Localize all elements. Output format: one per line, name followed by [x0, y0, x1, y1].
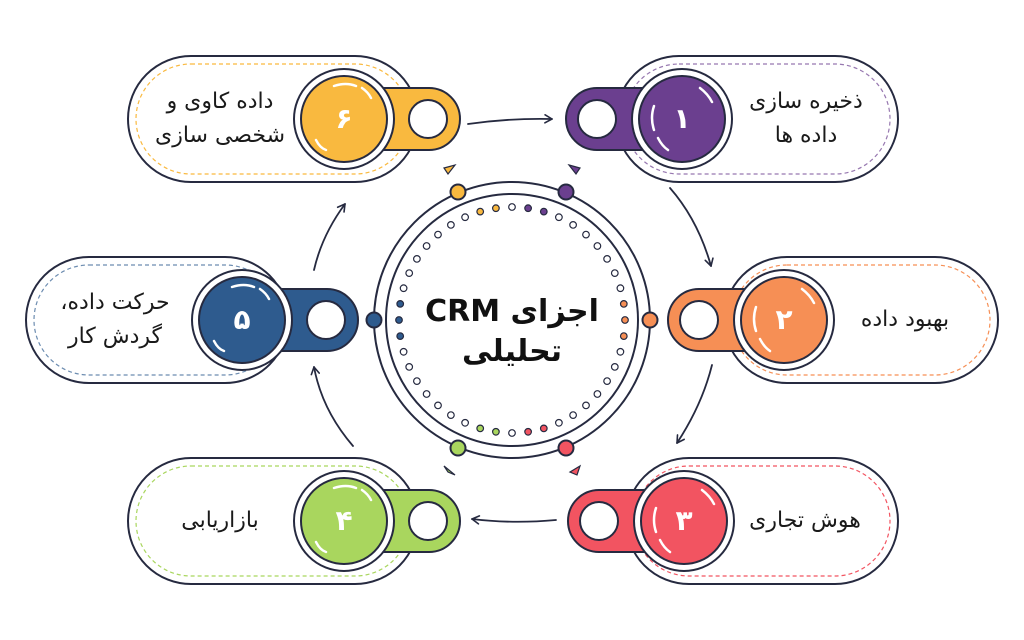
arrow-5-to-6: [313, 203, 346, 271]
node-5: [365, 311, 383, 329]
step-label-2-line1: بهبود داده: [860, 307, 950, 332]
step-number-6: ۶: [335, 102, 353, 135]
step-label-5-line1: حرکت داده،: [60, 290, 170, 315]
arrow-1-to-2: [669, 187, 714, 267]
step-label-6-line2: شخصی سازی: [154, 123, 286, 148]
step-card-3: [567, 457, 899, 585]
dot-ring: [395, 203, 629, 437]
step-label-1-line2: داده ها: [774, 123, 838, 148]
step-number-5: ۵: [233, 303, 251, 336]
step-label-4: بازاریابی: [160, 504, 280, 538]
triangle-3: [568, 464, 582, 476]
step-label-4-line1: بازاریابی: [181, 508, 259, 533]
step-card-4: [127, 457, 461, 585]
title-line-1: اجزای CRM: [425, 294, 599, 329]
node-4: [449, 439, 467, 457]
step-card-2: [667, 256, 999, 384]
step-label-5-line2: گردش کار: [67, 324, 163, 349]
step-card-1: [565, 55, 899, 183]
step-label-6-line1: داده کاوی و: [166, 89, 274, 114]
arrow-6-to-1: [467, 114, 553, 125]
diagram-title: اجزای CRM تحلیلی: [425, 292, 599, 372]
step-label-1-line1: ذخیره سازی: [749, 89, 863, 114]
step-label-1: ذخیره سازی داده ها: [736, 85, 876, 153]
step-number-1: ۱: [673, 102, 691, 135]
step-number-3: ۳: [675, 504, 693, 537]
step-number-2: ۲: [775, 303, 793, 336]
step-label-3: هوش تجاری: [740, 504, 870, 538]
step-card-5: [25, 256, 359, 384]
node-1: [557, 183, 575, 201]
node-6: [449, 183, 467, 201]
step-label-6: داده کاوی و شخصی سازی: [150, 85, 290, 153]
step-label-3-line1: هوش تجاری: [749, 508, 861, 533]
triangle-1: [567, 163, 581, 176]
arrow-3-to-4: [471, 515, 557, 525]
step-number-4: ۴: [335, 504, 353, 537]
triangle-6: [443, 163, 457, 176]
arrow-2-to-3: [676, 364, 713, 444]
flow-arrows: [310, 114, 714, 525]
title-line-2: تحلیلی: [462, 334, 562, 369]
triangle-4: [443, 465, 456, 476]
step-label-2: بهبود داده: [840, 303, 970, 337]
node-2: [641, 311, 659, 329]
center-hub: [365, 163, 659, 476]
step-label-5: حرکت داده، گردش کار: [44, 286, 186, 354]
step-card-6: [127, 55, 461, 183]
node-3: [557, 439, 575, 457]
arrow-4-to-5: [310, 366, 354, 447]
